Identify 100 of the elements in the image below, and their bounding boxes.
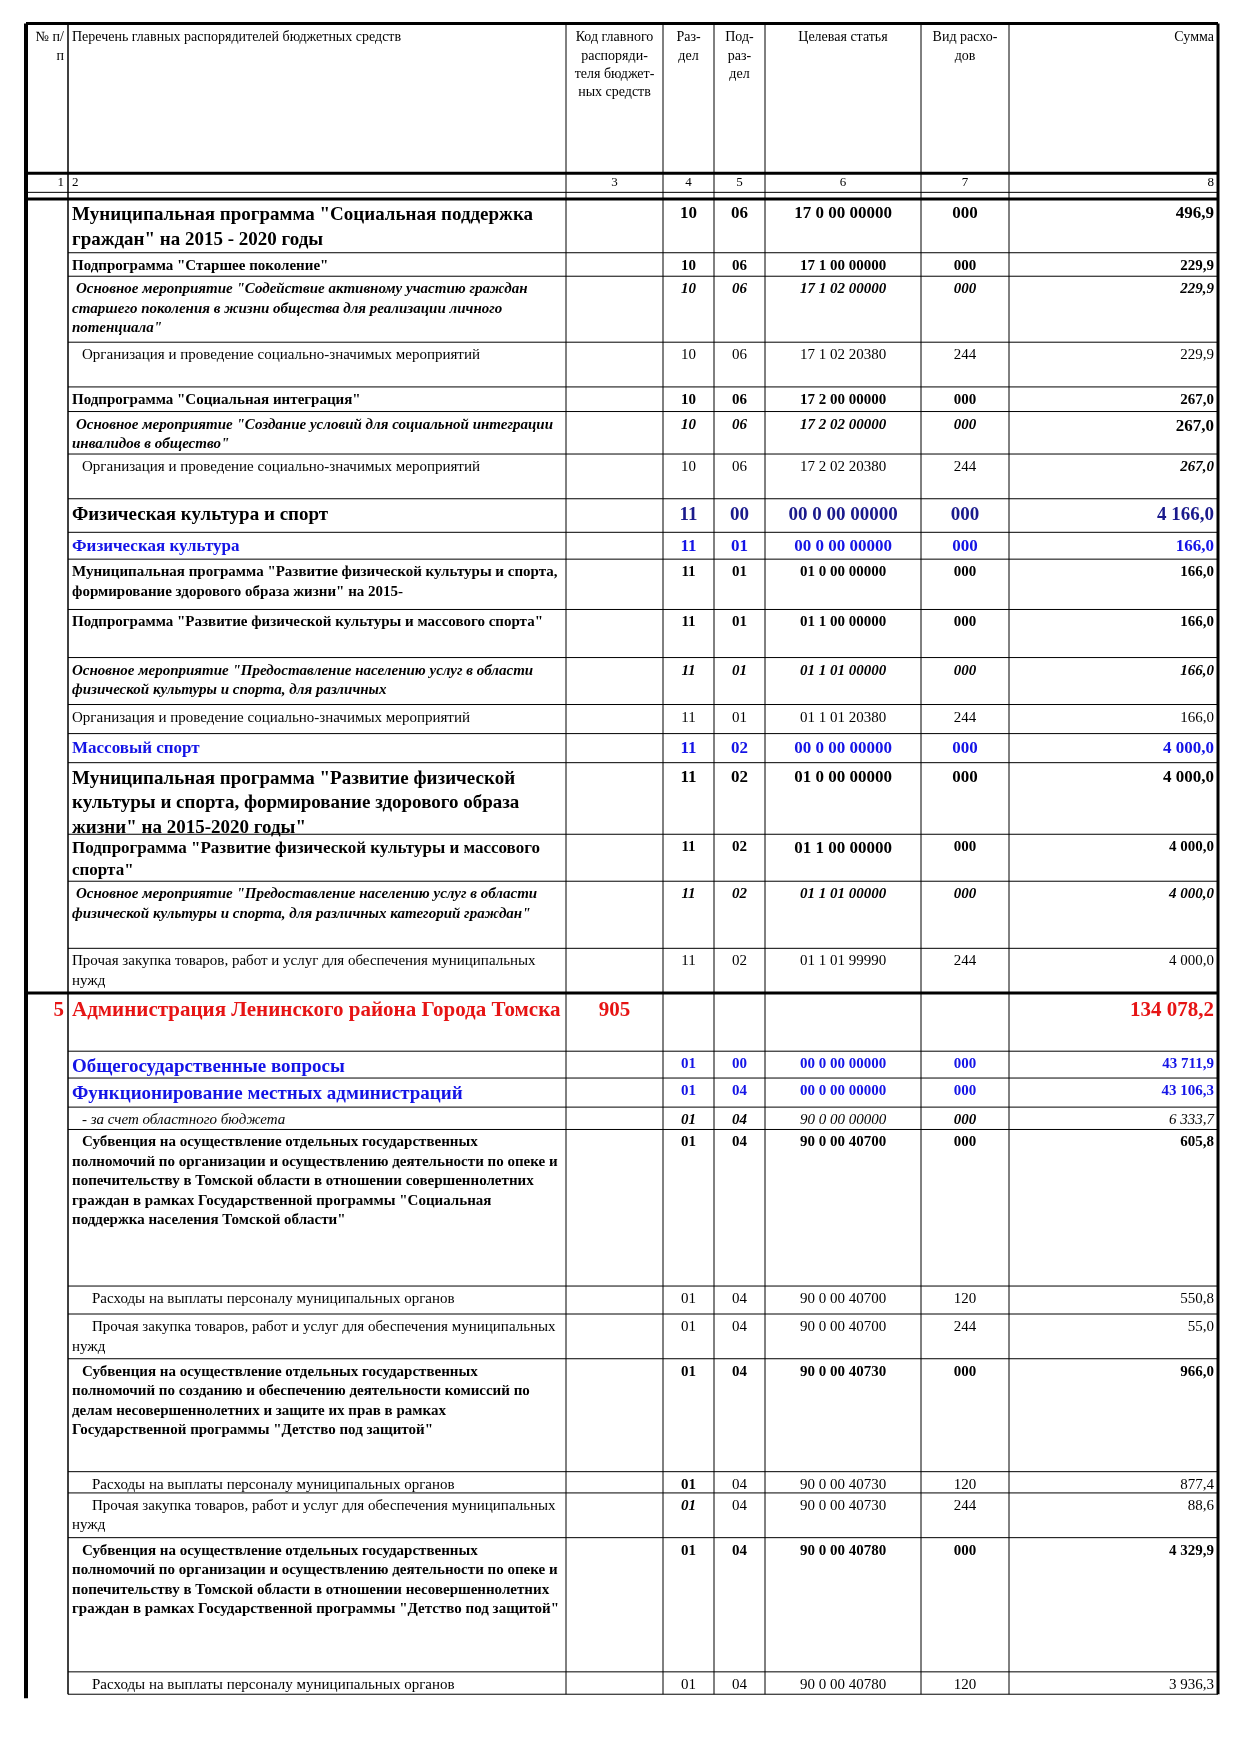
code-value: 00 0 00 00000 (787, 501, 899, 526)
code-value: 02 (731, 951, 748, 971)
row-label: Субвенция на осуществление отдельных государственных полномочий по организации и осуществлению деятельности по опеке и попечительству в Томской области в отношении совершеннолетних граждан в рамках Государственной программы "Социальная поддержка населения Томской области" (71, 1132, 559, 1230)
code-value: 000 (951, 765, 979, 788)
code-value: 10 (680, 389, 697, 409)
row-label: Прочая закупка товаров, работ и услуг для обеспечения муниципальных нужд (71, 951, 537, 990)
row-label: Основное мероприятие "Предоставление населению услуг в области физической культуры и спорта, для различных (71, 660, 535, 700)
amount-value: 4 166,0 (1156, 501, 1215, 526)
amount-value: 605,8 (1179, 1132, 1215, 1152)
code-value: 01 1 01 20380 (798, 707, 888, 727)
code-value: 10 (680, 345, 697, 365)
code-value: 10 (680, 279, 697, 299)
amount-value: 496,9 (1174, 202, 1215, 225)
column-header: Код главного распоряди- теля бюджет- ных средств (573, 28, 656, 102)
amount-value: 4 000,0 (1168, 951, 1215, 971)
code-value: 11 (678, 501, 699, 526)
code-value: 120 (952, 1474, 978, 1494)
code-value: 905 (597, 996, 632, 1024)
row-label: Подпрограмма "Социальная интеграция" (71, 389, 362, 409)
code-value: 000 (952, 389, 978, 409)
code-value: 01 (680, 1317, 697, 1336)
code-value: 06 (731, 279, 748, 299)
row-label: Муниципальная программа "Социальная поддержка граждан" на 2015 - 2020 годы (71, 202, 535, 251)
code-value: 00 (731, 1054, 748, 1074)
code-value: 000 (952, 1081, 978, 1101)
amount-value: 166,0 (1174, 535, 1215, 558)
code-value: 01 1 01 00000 (798, 884, 888, 904)
code-value: 11 (680, 660, 697, 680)
column-number: 8 (1206, 173, 1215, 192)
code-value: 04 (731, 1540, 748, 1560)
column-number: 2 (71, 173, 80, 192)
code-value: 01 (731, 612, 748, 632)
code-value: 06 (731, 389, 748, 409)
code-value: 000 (952, 1361, 978, 1381)
amount-value: 4 000,0 (1162, 736, 1215, 759)
code-value: 01 1 01 99990 (798, 951, 888, 971)
column-header: Раз- дел (675, 28, 702, 65)
code-value: 244 (952, 457, 978, 476)
code-value: 000 (952, 660, 978, 680)
code-value: 06 (731, 457, 748, 476)
code-value: 17 1 00 00000 (798, 255, 888, 275)
amount-value: 4 329,9 (1168, 1540, 1215, 1560)
code-value: 000 (952, 1132, 978, 1152)
code-value: 04 (731, 1289, 748, 1309)
code-value: 11 (680, 562, 697, 582)
column-number: 5 (735, 173, 744, 192)
row-label: Администрация Ленинского района Города Томска (71, 996, 562, 1024)
code-value: 00 (729, 501, 750, 526)
row-label: Прочая закупка товаров, работ и услуг для обеспечения муниципальных нужд (71, 1495, 557, 1535)
code-value: 10 (679, 202, 698, 225)
amount-value: 4 000,0 (1162, 765, 1215, 788)
code-value: 01 1 01 00000 (798, 660, 888, 680)
code-value: 000 (949, 501, 981, 526)
code-value: 11 (680, 612, 697, 632)
amount-value: 166,0 (1179, 707, 1215, 727)
code-value: 02 (730, 765, 749, 788)
code-value: 04 (731, 1132, 748, 1152)
code-value: 04 (731, 1495, 748, 1515)
code-value: 01 1 00 00000 (793, 837, 893, 860)
code-value: 11 (680, 884, 697, 904)
amount-value: 229,9 (1179, 255, 1215, 275)
row-label: Подпрограмма "Развитие физической культуры и массового спорта" (71, 837, 541, 882)
amount-value: 267,0 (1179, 457, 1215, 476)
code-value: 90 0 00 40730 (798, 1474, 888, 1494)
row-label: Организация и проведение социально-значимых мероприятий (71, 707, 471, 727)
code-value: 06 (731, 414, 748, 434)
amount-value: 966,0 (1179, 1361, 1215, 1381)
code-value: 00 0 00 00000 (793, 736, 893, 759)
code-value: 01 (680, 1081, 697, 1101)
code-value: 11 (680, 951, 697, 971)
code-value: 10 (680, 255, 697, 275)
code-value: 01 0 00 00000 (798, 562, 888, 582)
code-value: 000 (951, 535, 979, 558)
column-header: Вид расхо- дов (931, 28, 999, 65)
code-value: 11 (680, 707, 697, 727)
code-value: 90 0 00 00000 (798, 1110, 888, 1130)
amount-value: 134 078,2 (1129, 996, 1215, 1024)
code-value: 17 0 00 00000 (793, 202, 893, 225)
code-value: 04 (731, 1474, 748, 1494)
code-value: 120 (952, 1289, 978, 1309)
code-value: 11 (680, 837, 697, 857)
amount-value: 550,8 (1179, 1289, 1215, 1309)
code-value: 01 (680, 1110, 697, 1130)
row-label: Муниципальная программа "Развитие физической культуры и спорта, формирование здорового образа жизни" на 2015-2020 годы" (71, 765, 521, 840)
amount-value: 267,0 (1174, 414, 1215, 437)
code-value: 01 0 00 00000 (793, 765, 893, 788)
code-value: 90 0 00 40730 (798, 1495, 888, 1515)
column-header: Под- раз- дел (724, 28, 755, 83)
amount-value: 43 106,3 (1160, 1081, 1215, 1101)
row-label: Расходы на выплаты персоналу муниципальных органов (91, 1474, 456, 1494)
code-value: 90 0 00 40730 (798, 1361, 888, 1381)
code-value: 11 (679, 736, 698, 759)
row-label: Основное мероприятие "Предоставление населению услуг в области физической культуры и спорта, для различных категорий граждан" (71, 884, 539, 923)
code-value: 04 (731, 1081, 748, 1101)
row-label: Физическая культура (71, 535, 241, 558)
code-value: 00 0 00 00000 (798, 1054, 888, 1074)
row-label: Расходы на выплаты персоналу муниципальных органов (91, 1289, 456, 1309)
amount-value: 166,0 (1179, 660, 1215, 680)
code-value: 01 (680, 1132, 697, 1152)
amount-value: 166,0 (1179, 562, 1215, 582)
